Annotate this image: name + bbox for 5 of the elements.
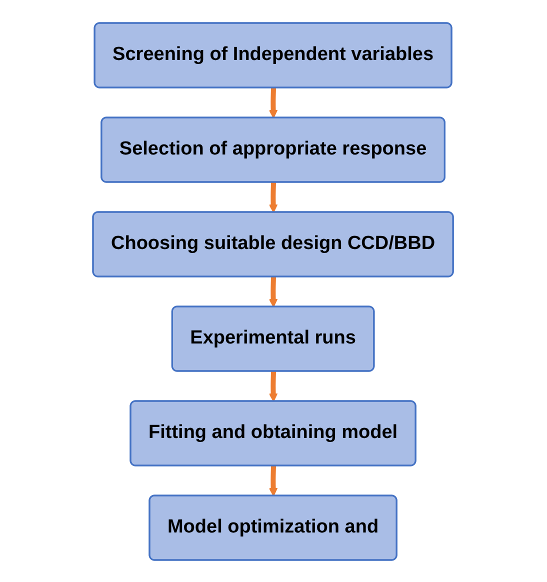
arrow	[269, 87, 278, 118]
arrow	[269, 182, 278, 212]
arrow	[269, 276, 278, 307]
arrow	[269, 465, 278, 496]
arrow	[269, 370, 278, 402]
